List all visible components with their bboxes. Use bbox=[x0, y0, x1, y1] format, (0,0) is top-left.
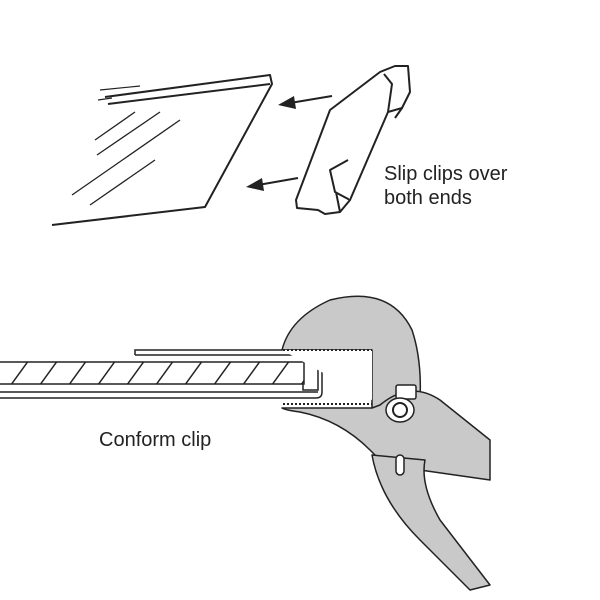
hatched-panel-with-clip bbox=[0, 349, 323, 399]
arrow-icon-lower bbox=[246, 177, 299, 191]
arrow-icon-upper bbox=[278, 95, 333, 109]
step1-caption-line1: Slip clips over bbox=[384, 163, 508, 185]
glass-panel bbox=[51, 74, 273, 226]
step2-caption: Conform clip bbox=[99, 429, 212, 451]
clip-icon bbox=[295, 65, 411, 215]
pliers-icon bbox=[281, 295, 491, 591]
step1-caption: Slip clips over both ends bbox=[384, 162, 584, 210]
step1-caption-line2: both ends bbox=[384, 187, 472, 209]
